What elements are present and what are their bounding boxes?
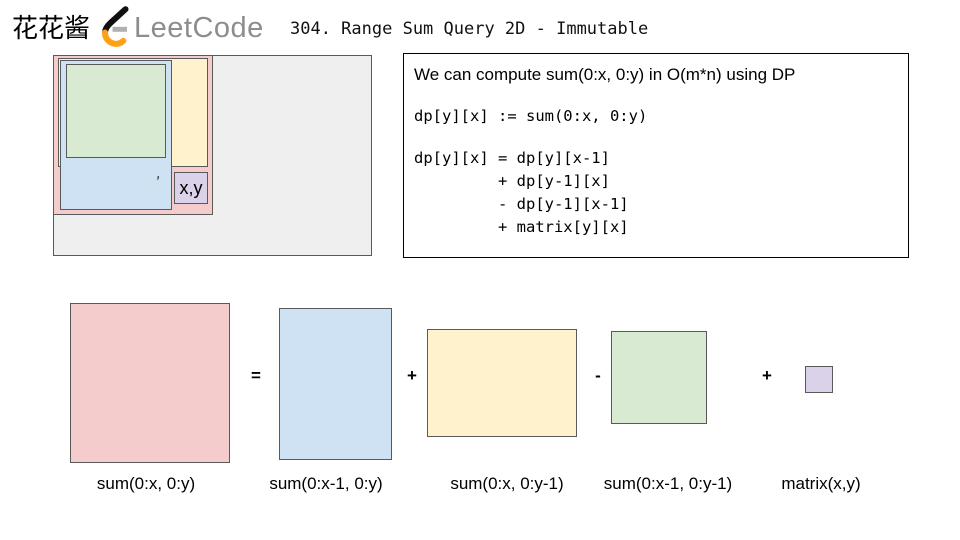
cell-xy: x,y <box>174 172 208 204</box>
cell-xy-label: x,y <box>179 177 203 198</box>
eq-label-sum-0x-0y1: sum(0:x, 0:y-1) <box>450 474 564 493</box>
eq-label-sum-0x1-0y: sum(0:x-1, 0:y) <box>269 474 383 493</box>
eq-label-sum-0x-0y: sum(0:x, 0:y) <box>96 474 196 493</box>
matrix-canvas: x,y , <box>53 55 372 256</box>
dp-explanation-box: We can compute sum(0:x, 0:y) in O(m*n) u… <box>403 53 909 258</box>
dp-recurrence-line: - dp[y-1][x-1] <box>414 195 629 213</box>
plus-operator: + <box>762 366 772 385</box>
plus-operator: + <box>407 366 417 385</box>
dp-recurrence-line: + dp[y-1][x] <box>414 172 610 190</box>
equals-operator: = <box>251 366 261 385</box>
eq-rect-sum-0x1-0y <box>279 308 392 460</box>
eq-rect-matrix-xy <box>805 366 833 393</box>
brand-text: 花花酱 <box>12 13 91 43</box>
leetcode-logo-text: LeetCode <box>134 12 264 44</box>
dp-definition: dp[y][x] := sum(0:x, 0:y) <box>414 107 648 125</box>
leetcode-logo-icon <box>97 6 130 47</box>
explanation-intro: We can compute sum(0:x, 0:y) in O(m*n) u… <box>414 65 796 84</box>
minus-operator: - <box>595 366 601 385</box>
slide-title: 304. Range Sum Query 2D - Immutable <box>290 19 649 39</box>
eq-rect-sum-0x1-0y1 <box>611 331 707 424</box>
eq-rect-sum-0x-0y <box>70 303 230 463</box>
eq-rect-sum-0x-0y1 <box>427 329 577 437</box>
region-sum-0x1-0y1 <box>66 64 166 158</box>
dp-recurrence-line: + matrix[y][x] <box>414 218 629 236</box>
eq-label-sum-0x1-0y1: sum(0:x-1, 0:y-1) <box>603 474 733 493</box>
eq-label-matrix-xy: matrix(x,y) <box>781 474 861 493</box>
dp-recurrence-line: dp[y][x] = dp[y][x-1] <box>414 149 610 167</box>
